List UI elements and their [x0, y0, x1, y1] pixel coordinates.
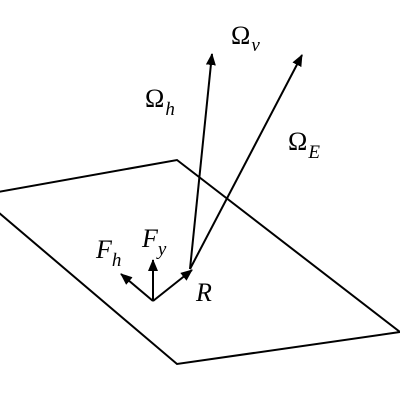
omega-e-label: ΩE [288, 127, 320, 163]
resultant-vector [152, 269, 193, 302]
f-y-label: Fy [141, 224, 167, 260]
ground-plane [0, 158, 400, 366]
omega-e-vector [189, 54, 303, 270]
f-h-vector [120, 273, 154, 302]
omega-h-label: Ωh [145, 84, 175, 120]
r-label: R [195, 278, 212, 307]
omega-v-label: Ωv [231, 21, 260, 56]
f-h-label: Fh [95, 235, 121, 271]
omega-h-vector [189, 53, 216, 270]
